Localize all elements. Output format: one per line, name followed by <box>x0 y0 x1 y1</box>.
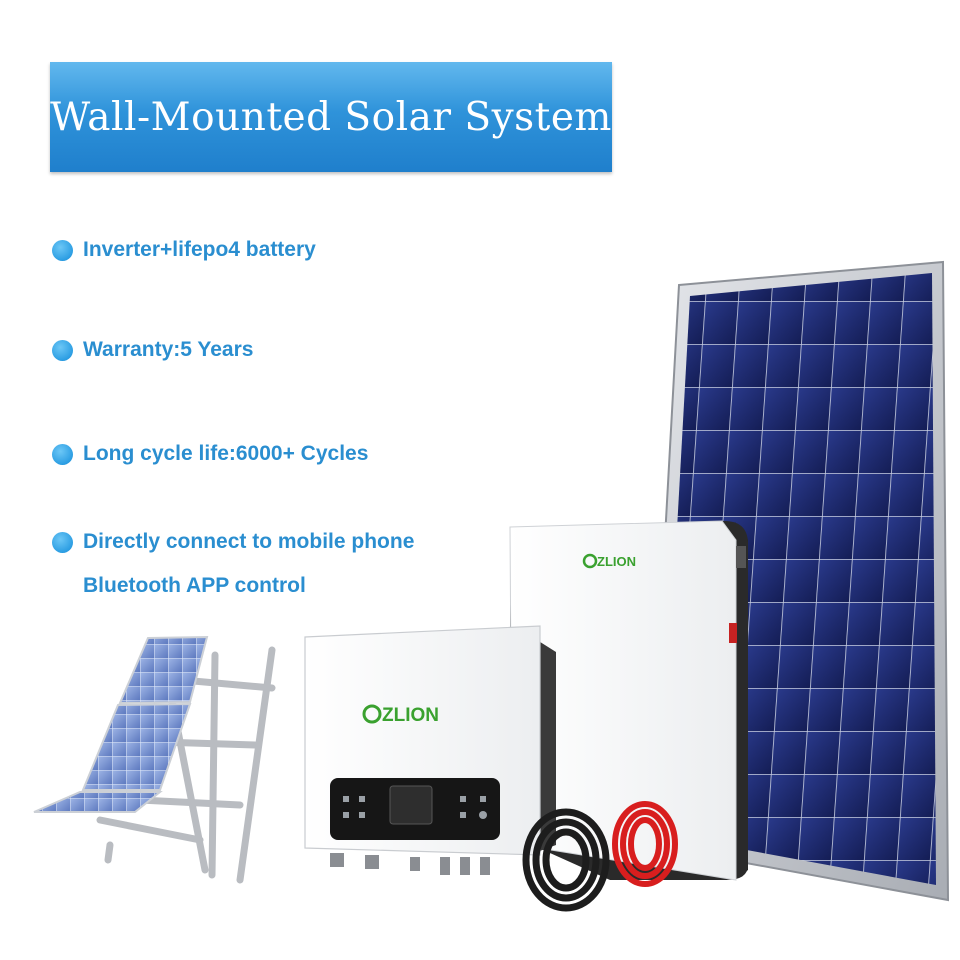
feature-item-warranty: Warranty:5 Years <box>52 336 253 372</box>
feature-text: Inverter+lifepo4 battery <box>83 238 316 261</box>
bullet-icon <box>52 532 73 553</box>
bullet-icon <box>52 444 73 465</box>
battery-logo-text: ZLION <box>597 554 636 569</box>
ground-mount-panels <box>33 635 276 884</box>
feature-text: Long cycle life:6000+ Cycles <box>83 442 369 465</box>
cable-coils <box>522 801 678 912</box>
feature-text: Bluetooth APP control <box>83 574 306 597</box>
bullet-icon <box>52 240 73 261</box>
battery-unit: ZLION <box>509 520 748 881</box>
inverter-unit: ZLION <box>304 625 556 875</box>
title-banner: Wall-Mounted Solar System <box>50 62 612 172</box>
zlion-logo: ZLION <box>362 704 439 726</box>
feature-item-battery: Inverter+lifepo4 battery <box>52 236 316 272</box>
inverter-logo-text: ZLION <box>382 705 439 726</box>
feature-item-cycle-life: Long cycle life:6000+ Cycles <box>52 440 368 476</box>
feature-text: Warranty:5 Years <box>83 338 254 361</box>
bullet-icon <box>52 340 73 361</box>
page-title: Wall-Mounted Solar System <box>50 94 612 140</box>
feature-item-app: Directly connect to mobile phone Bluetoo… <box>52 528 414 608</box>
feature-text: Directly connect to mobile phone <box>83 530 415 553</box>
zlion-logo: ZLION <box>582 553 636 569</box>
